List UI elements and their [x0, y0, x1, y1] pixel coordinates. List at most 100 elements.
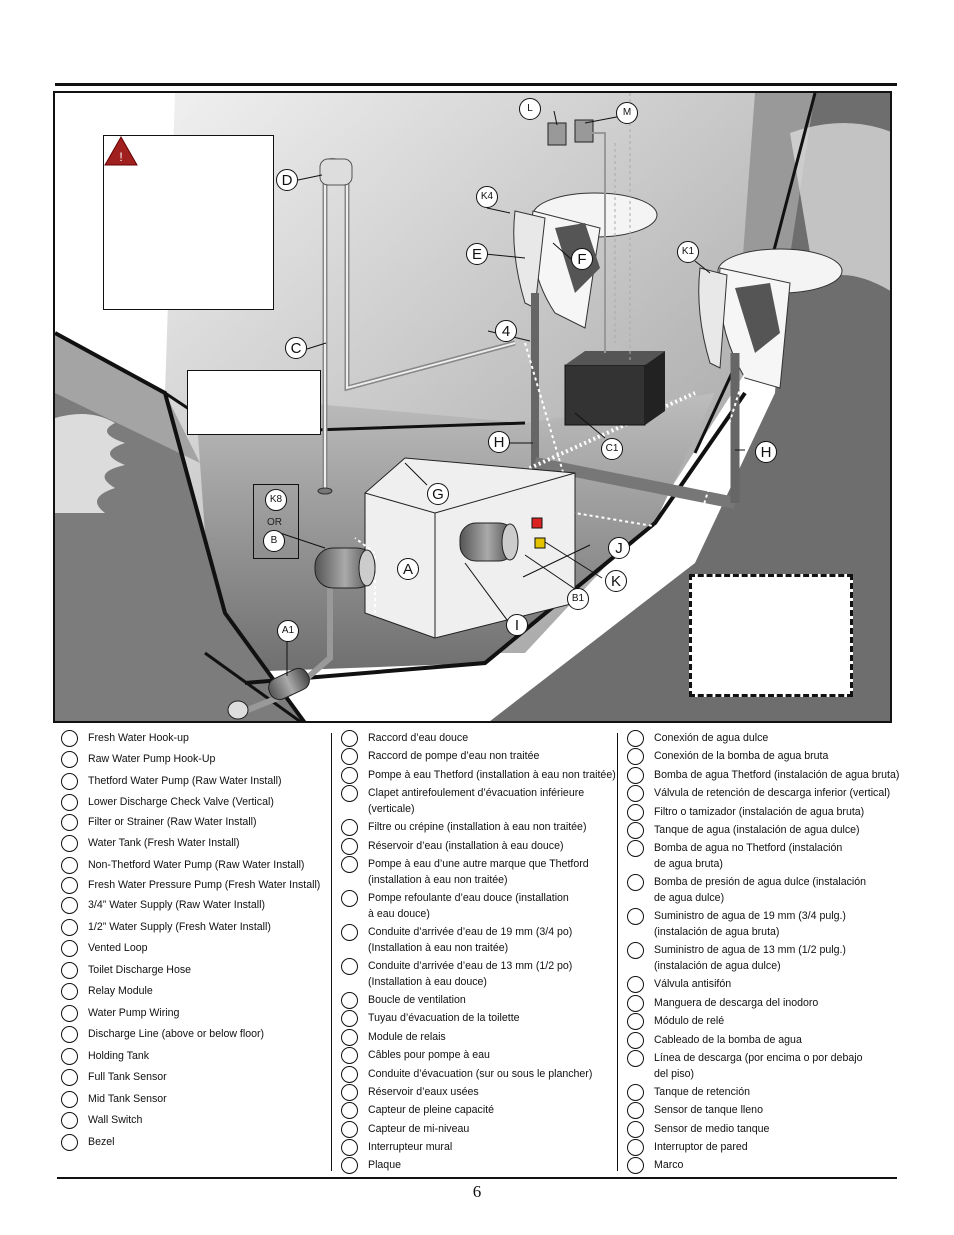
bottom-rule: [57, 1177, 897, 1179]
wall-switch-m: [574, 119, 594, 143]
callout-A1: A1: [277, 620, 299, 642]
legend-text: Filter or Strainer (Raw Water Install): [88, 816, 257, 828]
legend-bullet: [61, 1069, 78, 1086]
legend-bullet: [61, 919, 78, 936]
legend-bullet: [627, 748, 644, 765]
legend-bullet: [341, 1047, 358, 1064]
legend-bullet: [61, 835, 78, 852]
legend-text: Toilet Discharge Hose: [88, 964, 192, 976]
legend-text: Pompe à eau d’une autre marque que Thetf…: [368, 858, 589, 870]
legend-item-english: Discharge Line (above or below floor): [61, 1026, 264, 1043]
page-number: 6: [472, 1182, 482, 1201]
legend-text: 1/2” Water Supply (Fresh Water Install): [88, 921, 271, 933]
legend-item-english: Fresh Water Pressure Pump (Fresh Water I…: [61, 877, 320, 894]
legend-bullet: [61, 751, 78, 768]
legend-bullet: [341, 924, 358, 941]
legend-item-spanish: Tanque de retención: [627, 1084, 750, 1101]
legend-bullet: [341, 1066, 358, 1083]
callout-B1: B1: [567, 588, 589, 610]
legend-item-english: Thetford Water Pump (Raw Water Install): [61, 773, 282, 790]
legend-text: Raccord de pompe d’eau non traitée: [368, 750, 540, 762]
legend-bullet: [61, 940, 78, 957]
legend-text: Interruptor de pared: [654, 1141, 748, 1153]
legend-text: Válvula antisifón: [654, 978, 732, 990]
macerator-pump: [459, 522, 519, 562]
legend-text: Capteur de pleine capacité: [368, 1104, 495, 1116]
legend-text: Conexión de agua dulce: [654, 732, 769, 744]
callout-K8: K8: [265, 489, 287, 511]
legend-bullet: [61, 1134, 78, 1151]
legend-item-spanish: Suministro de agua de 19 mm (3/4 pulg.)(…: [627, 908, 846, 940]
callout-D: D: [276, 169, 298, 191]
legend-item-french: Capteur de mi-niveau: [341, 1121, 469, 1138]
callout-C: C: [285, 337, 307, 359]
svg-text:!: !: [119, 150, 122, 164]
legend-text: (instalación de agua dulce): [654, 960, 781, 972]
column-divider-1: [331, 733, 332, 1171]
legend-bullet: [61, 794, 78, 811]
legend-item-french: Filtre ou crépine (installation à eau no…: [341, 819, 586, 836]
legend-bullet: [627, 1139, 644, 1156]
or-label: OR: [267, 517, 282, 528]
legend-text: Relay Module: [88, 985, 153, 997]
legend-text: del piso): [654, 1068, 695, 1080]
legend-item-spanish: Módulo de relé: [627, 1013, 724, 1030]
legend-text: Full Tank Sensor: [88, 1071, 167, 1083]
legend-bullet: [627, 1050, 644, 1067]
legend-text: (verticale): [368, 803, 415, 815]
legend-text: Bomba de presión de agua dulce (instalac…: [654, 876, 867, 888]
callout-H-right: H: [755, 441, 777, 463]
legend-text: Lower Discharge Check Valve (Vertical): [88, 796, 274, 808]
legend-item-spanish: Filtro o tamizador (instalación de agua …: [627, 804, 864, 821]
callout-E: E: [466, 243, 488, 265]
legend-bullet: [627, 976, 644, 993]
callout-H-left: H: [488, 431, 510, 453]
legend-bullet: [341, 1010, 358, 1027]
full-tank-sensor: [531, 517, 543, 529]
legend-text: Interrupteur mural: [368, 1141, 453, 1153]
legend-text: Suministro de agua de 13 mm (1/2 pulg.): [654, 944, 846, 956]
water-pump: [314, 547, 376, 589]
legend-bullet: [61, 1091, 78, 1108]
legend-item-english: Non-Thetford Water Pump (Raw Water Insta…: [61, 857, 304, 874]
callout-B: B: [263, 530, 285, 552]
legend-text: Conduite d’arrivée d’eau de 13 mm (1/2 p…: [368, 960, 573, 972]
legend-bullet: [627, 1084, 644, 1101]
legend-text: Pompe refoulante d’eau douce (installati…: [368, 892, 569, 904]
legend-text: Tuyau d’évacuation de la toilette: [368, 1012, 520, 1024]
legend-bullet: [341, 785, 358, 802]
legend-text: Vented Loop: [88, 942, 148, 954]
legend-bullet: [341, 1029, 358, 1046]
legend-text: Boucle de ventilation: [368, 994, 466, 1006]
note-box: [187, 370, 321, 435]
legend-text: Capteur de mi-niveau: [368, 1123, 470, 1135]
legend-item-french: Conduite d’arrivée d’eau de 13 mm (1/2 p…: [341, 958, 572, 990]
legend-text: Fresh Water Pressure Pump (Fresh Water I…: [88, 879, 321, 891]
legend-item-spanish: Sensor de medio tanque: [627, 1121, 769, 1138]
legend-bullet: [341, 819, 358, 836]
legend-text: Tanque de retención: [654, 1086, 751, 1098]
legend-bullet: [341, 1084, 358, 1101]
legend-text: Pompe à eau Thetford (installation à eau…: [368, 769, 616, 781]
callout-I: I: [506, 614, 528, 636]
legend-bullet: [61, 1005, 78, 1022]
legend-text: Marco: [654, 1159, 684, 1171]
legend-item-french: Conduite d’arrivée d’eau de 19 mm (3/4 p…: [341, 924, 572, 956]
legend-item-french: Conduite d’évacuation (sur ou sous le pl…: [341, 1066, 592, 1083]
legend-text: à eau douce): [368, 908, 430, 920]
legend-bullet: [341, 1121, 358, 1138]
legend-text: Bomba de agua Thetford (instalación de a…: [654, 769, 900, 781]
legend-item-spanish: Conexión de la bomba de agua bruta: [627, 748, 828, 765]
legend-item-english: Wall Switch: [61, 1112, 142, 1129]
legend-item-english: Holding Tank: [61, 1048, 149, 1065]
legend-item-english: Raw Water Pump Hook-Up: [61, 751, 215, 768]
legend-text: (Installation à eau douce): [368, 976, 487, 988]
left-hull: [55, 333, 303, 721]
legend-text: Suministro de agua de 19 mm (3/4 pulg.): [654, 910, 846, 922]
legend-bullet: [61, 1026, 78, 1043]
legend-item-spanish: Manguera de descarga del inodoro: [627, 995, 818, 1012]
legend-item-spanish: Sensor de tanque lleno: [627, 1102, 763, 1119]
bezel: [227, 700, 249, 720]
legend-item-spanish: Conexión de agua dulce: [627, 730, 768, 747]
callout-K: K: [605, 570, 627, 592]
